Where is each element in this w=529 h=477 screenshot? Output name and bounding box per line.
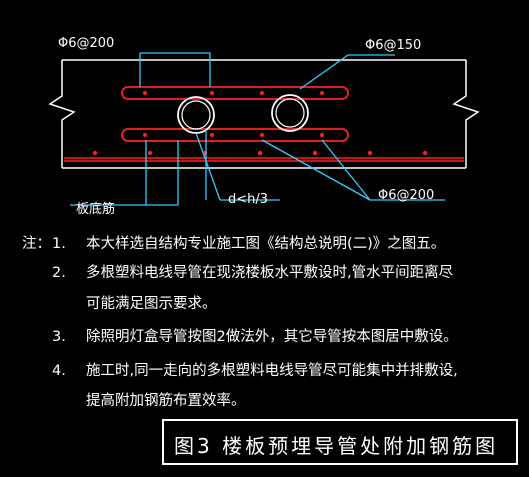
conduit-right-outer — [271, 94, 309, 132]
rebar-dot — [260, 91, 264, 95]
rebar-dot — [210, 133, 214, 137]
label-top-right: Φ6@150 — [365, 38, 421, 53]
label-top-left: Φ6@200 — [58, 36, 114, 51]
conduit-right-inner — [275, 98, 305, 128]
note-4-number: 4. — [52, 363, 66, 379]
rebar-dot — [260, 133, 264, 137]
leader-bottom-right-b — [261, 139, 371, 201]
depth-leader — [195, 132, 221, 201]
upper-additional-bar — [121, 86, 349, 100]
rebar-dot — [320, 133, 324, 137]
note-4-line-1: 施工时,同一走向的多根塑料电线导管尽可能集中并排敷设, — [86, 363, 458, 379]
note-1-number: 1. — [52, 236, 66, 252]
additional-rebar — [121, 86, 349, 142]
conduit-left-outer — [177, 96, 215, 134]
rebar-dot — [422, 150, 428, 156]
note-2-line-2: 可能满足图示要求。 — [86, 296, 217, 312]
rebar-dot — [257, 150, 263, 156]
leader-top-right-b — [299, 54, 349, 90]
note-3-number: 3. — [52, 329, 66, 345]
rebar-dot — [147, 150, 153, 156]
figure-title: 图3 楼板预埋导管处附加钢筋图 — [174, 434, 499, 458]
bottom-rebar — [64, 150, 464, 162]
note-2-line-1: 多根塑料电线导管在现浇楼板水平敷设时,管水平间距离尽 — [86, 265, 454, 281]
label-depth: d<h/3 — [228, 192, 268, 207]
leader-top-left-2 — [140, 52, 211, 87]
left-break-line — [48, 60, 76, 168]
additional-bar-dots — [143, 91, 324, 137]
note-4-line-2: 提高附加钢筋布置效率。 — [86, 393, 246, 409]
label-slab-bottom: 板底筋 — [76, 201, 115, 217]
note-3-line-1: 除照明灯盒导管按图2做法外，其它导管按本图居中敷设。 — [86, 329, 458, 345]
slab-outline — [48, 59, 480, 169]
conduits — [177, 94, 309, 134]
lower-additional-bar — [121, 128, 349, 142]
rebar-dot — [92, 150, 98, 156]
rebar-dot — [143, 133, 147, 137]
note-1-line-1: 本大样选自结构专业施工图《结构总说明(二)》之图五。 — [86, 236, 446, 252]
figure-title-box: 图3 楼板预埋导管处附加钢筋图 — [162, 419, 518, 465]
rebar-dot — [143, 91, 147, 95]
label-bottom-right: Φ6@200 — [378, 188, 434, 203]
notes-prefix: 注： — [22, 236, 51, 252]
rebar-dot — [367, 150, 373, 156]
leader-bottom-right-a — [321, 139, 371, 201]
note-2-number: 2. — [52, 265, 66, 281]
right-break-line — [452, 60, 480, 168]
rebar-dot — [210, 91, 214, 95]
rebar-dot — [320, 91, 324, 95]
conduit-left-inner — [181, 100, 211, 130]
leader-lines — [70, 52, 445, 206]
rebar-dot — [312, 150, 318, 156]
